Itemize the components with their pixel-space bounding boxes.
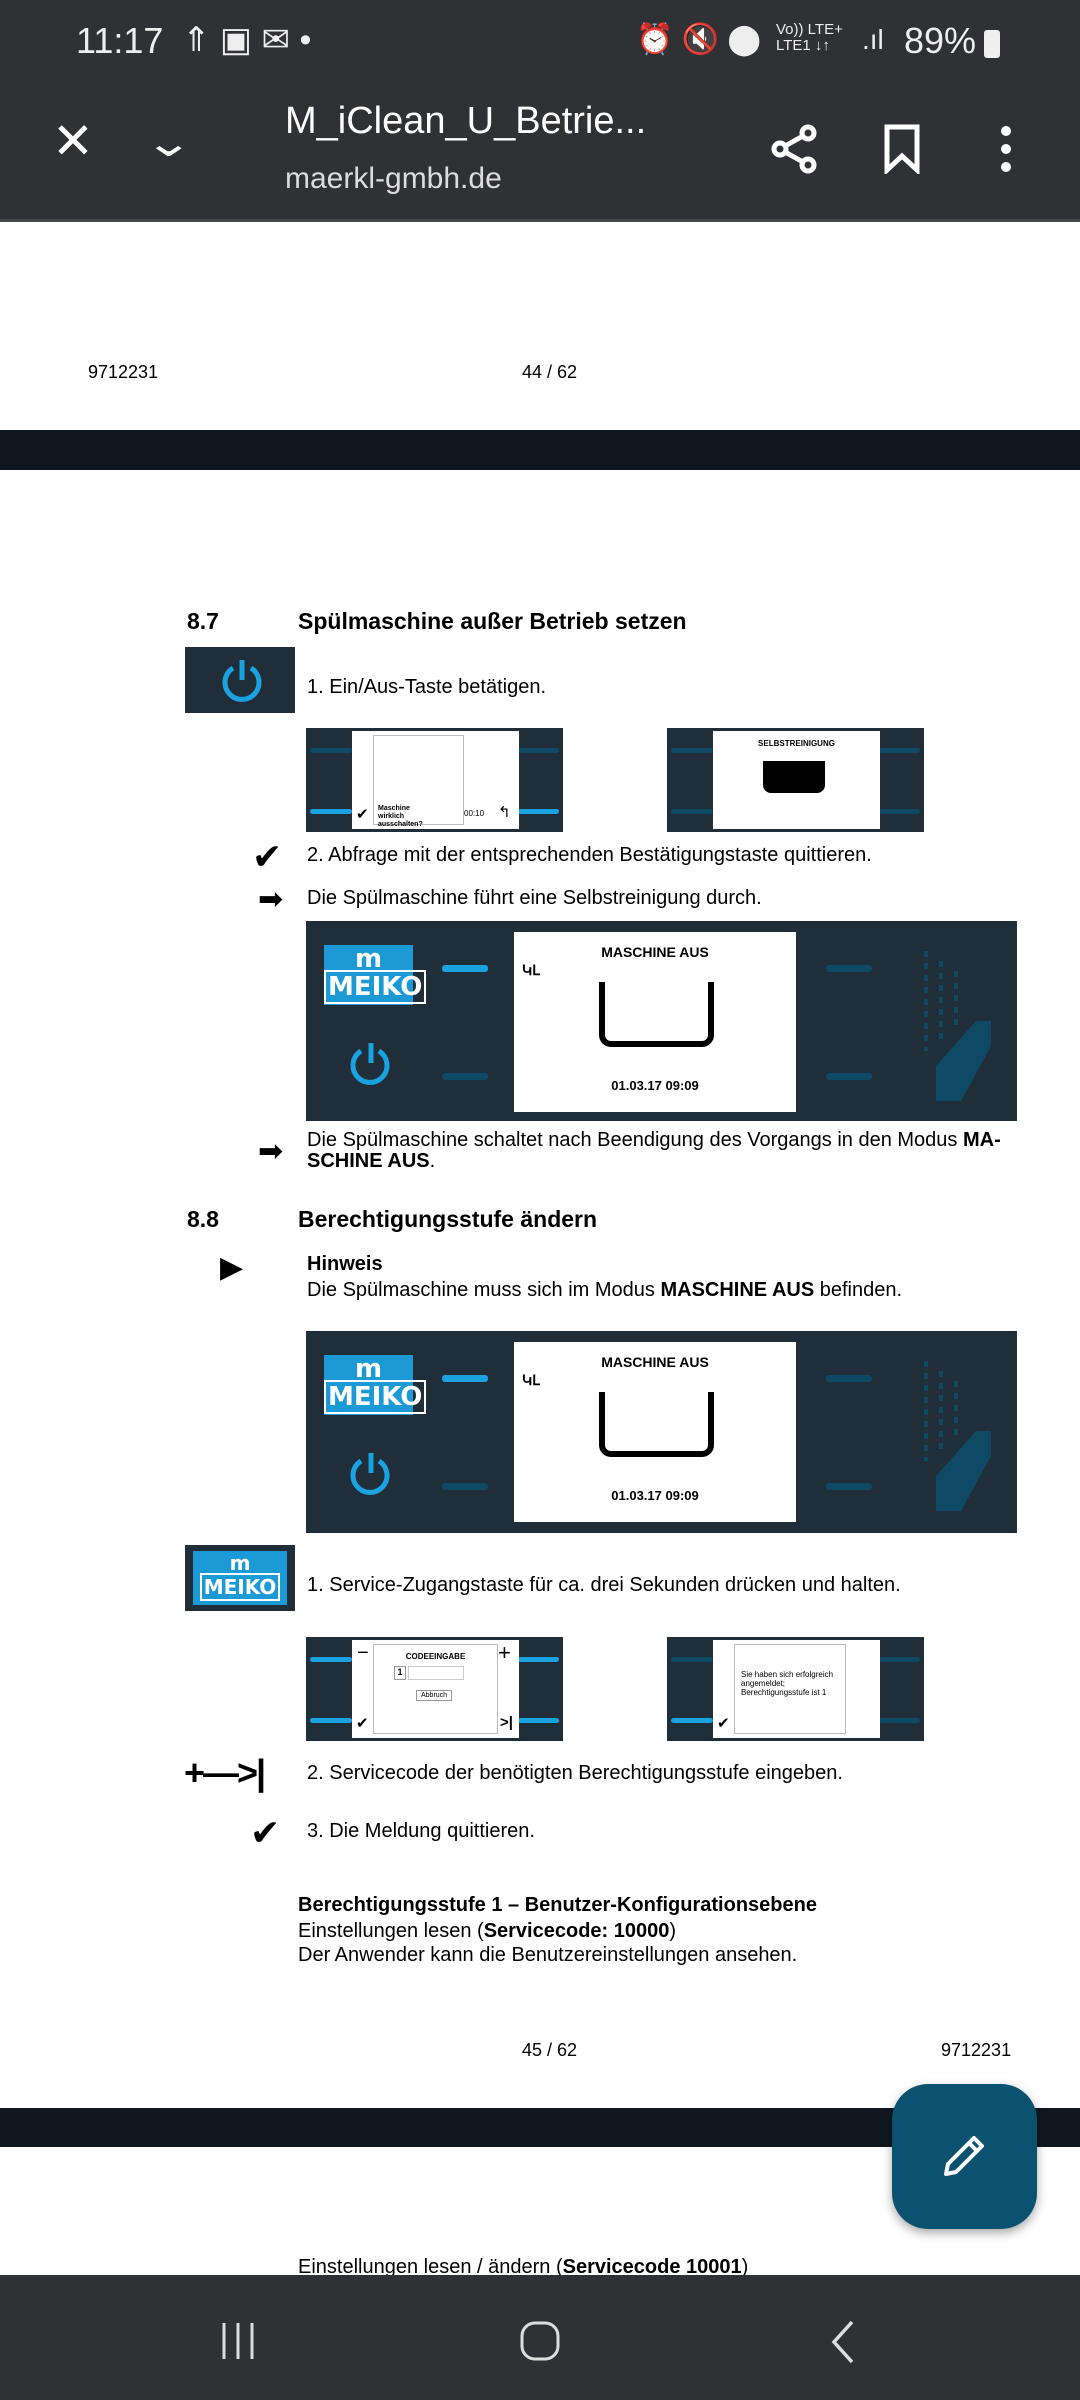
next-page-text: Einstellungen lesen / ändern (Servicecod… (298, 2256, 749, 2278)
page-separator (0, 430, 1080, 470)
result-text: Die Spülmaschine führt eine Selbstreinig… (307, 887, 762, 909)
top-bar: 11:17 ⇑ ▣ ✉ • ⏰ 🔇 ⬤ Vo)) LTE+LTE1 ↓↑ .ıl… (0, 0, 1080, 222)
note-triangle-icon: ▶ (220, 1251, 244, 1284)
step-text: 2. Servicecode der benötigten Berechtigu… (307, 1762, 843, 1784)
pencil-icon (944, 2136, 984, 2176)
home-icon[interactable] (518, 2319, 562, 2363)
power-button-image (185, 647, 295, 713)
check-icon: ✔ (356, 806, 369, 823)
level-title: Berechtigungsstufe 1 – Benutzer-Konfigur… (298, 1894, 817, 1916)
document-title: M_iClean_U_Betrie... (285, 100, 647, 142)
check-icon: ✔ (252, 836, 283, 877)
service-icon: ԿԼ (522, 1372, 540, 1388)
code-entry-keys-icon: +—>| (184, 1752, 266, 1793)
check-icon: ✔ (250, 1812, 281, 1853)
document-domain: maerkl-gmbh.de (285, 162, 502, 195)
self-cleaning-panel: SELBSTREINIGUNG (667, 728, 924, 832)
note-title: Hinweis (307, 1253, 383, 1275)
spray-icon (924, 951, 991, 1101)
section-number: 8.7 (187, 608, 219, 634)
power-icon (350, 1043, 390, 1085)
service-icon: ԿԼ (522, 962, 540, 978)
note-text: Die Spülmaschine muss sich im Modus MASC… (307, 1279, 903, 1301)
login-success-panel: Sie haben sich erfolgreich angemeldet; B… (667, 1637, 924, 1741)
confirm-shutdown-panel: ✔ Maschine wirklich ausschalten? 00:10 ↰ (306, 728, 563, 832)
level-line: Der Anwender kann die Benutzereinstellun… (298, 1944, 798, 1966)
power-icon (222, 660, 262, 702)
navigation-bar (0, 2275, 1080, 2400)
step-text: 1. Service-Zugangstaste für ca. drei Sek… (307, 1574, 901, 1596)
result-text: Die Spülmaschine schaltet nach Beendigun… (307, 1129, 1001, 1172)
level-line: Einstellungen lesen (Servicecode: 10000) (298, 1920, 677, 1942)
back-icon: ↰ (498, 804, 511, 821)
signal-icon: .ıl (862, 24, 884, 55)
section-title: Spülmaschine außer Betrieb setzen (298, 608, 687, 634)
section-number: 8.8 (187, 1206, 219, 1232)
page-number: 45 / 62 (522, 2040, 578, 2060)
code-entry-panel: −+ CODEEINGABE 1 Abbruch ✔>| (306, 1637, 563, 1741)
network-indicator: Vo)) LTE+LTE1 ↓↑ (776, 21, 843, 54)
arrow-right-icon: ➡ (258, 883, 284, 916)
status-icons: ⏰ 🔇 ⬤ (636, 23, 761, 56)
doc-number: 9712231 (941, 2040, 1012, 2060)
arrow-right-icon: ➡ (258, 1135, 284, 1168)
status-time: 11:17 (76, 20, 164, 61)
bookmark-icon[interactable] (884, 124, 920, 174)
more-options-icon[interactable] (996, 124, 1016, 174)
battery-icon (984, 30, 1000, 58)
step-text: 3. Die Meldung quittieren. (307, 1820, 535, 1842)
page-number: 44 / 62 (522, 362, 578, 382)
share-icon[interactable] (770, 124, 820, 174)
step-text: 2. Abfrage mit der entsprechenden Bestät… (307, 844, 872, 866)
battery-level: 89% (904, 20, 977, 61)
section-title: Berechtigungsstufe ändern (298, 1206, 598, 1232)
doc-number: 9712231 (88, 362, 159, 382)
chevron-down-icon[interactable]: ⌄ (143, 121, 194, 165)
close-icon[interactable]: ✕ (52, 113, 94, 169)
tank-icon (599, 1392, 714, 1457)
tank-icon (763, 761, 825, 793)
tank-icon (599, 982, 714, 1047)
spray-icon (924, 1361, 991, 1511)
notification-icons: ⇑ ▣ ✉ • (182, 21, 312, 59)
step-text: 1. Ein/Aus-Taste betätigen. (307, 676, 547, 698)
edit-fab-button[interactable] (892, 2084, 1037, 2229)
recent-apps-icon[interactable] (218, 2321, 258, 2361)
back-icon[interactable] (828, 2319, 858, 2365)
power-icon (350, 1453, 390, 1495)
